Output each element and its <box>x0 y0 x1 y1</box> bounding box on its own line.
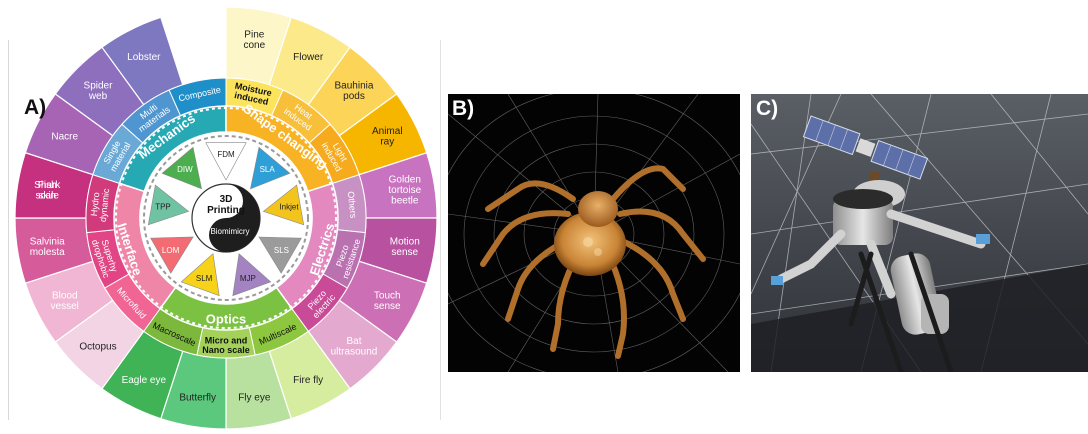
category-label-optics: Optics <box>206 312 246 327</box>
technique-label-diw: DIW <box>177 165 193 174</box>
center-label-printing: Printing <box>207 205 245 216</box>
center-label-biomimicry: Biomimicry <box>210 227 249 236</box>
technique-label-tpp: TPP <box>155 203 171 212</box>
technique-label-sla: SLA <box>260 165 276 174</box>
center-label-3d: 3D <box>220 194 233 205</box>
example-label-fly-eye: Fly eye <box>238 392 271 403</box>
example-label-fire-fly: Fire fly <box>293 375 323 386</box>
panel-a-label: A) <box>24 96 46 120</box>
example-label-eagle-eye: Eagle eye <box>122 375 167 386</box>
spider-photo <box>448 94 740 372</box>
technique-label-inkjet: Inkjet <box>279 203 299 212</box>
example-label-butterfly: Butterfly <box>179 392 216 403</box>
technique-label-sls: SLS <box>274 246 289 255</box>
technique-label-lom: LOM <box>162 246 180 255</box>
example-label-octopus: Octopus <box>79 341 116 352</box>
example-label-flower: Flower <box>293 52 324 63</box>
center-divider <box>440 40 441 420</box>
technique-label-mjp: MJP <box>240 274 256 283</box>
panel-b-label: B) <box>452 97 474 121</box>
example-label-lobster: Lobster <box>127 52 161 63</box>
panel-c-label: C) <box>756 97 778 121</box>
robot-rendering <box>751 94 1088 372</box>
technique-label-fdm: FDM <box>217 150 235 159</box>
example-label-nacre: Nacre <box>51 131 78 142</box>
technique-label-slm: SLM <box>196 274 213 283</box>
